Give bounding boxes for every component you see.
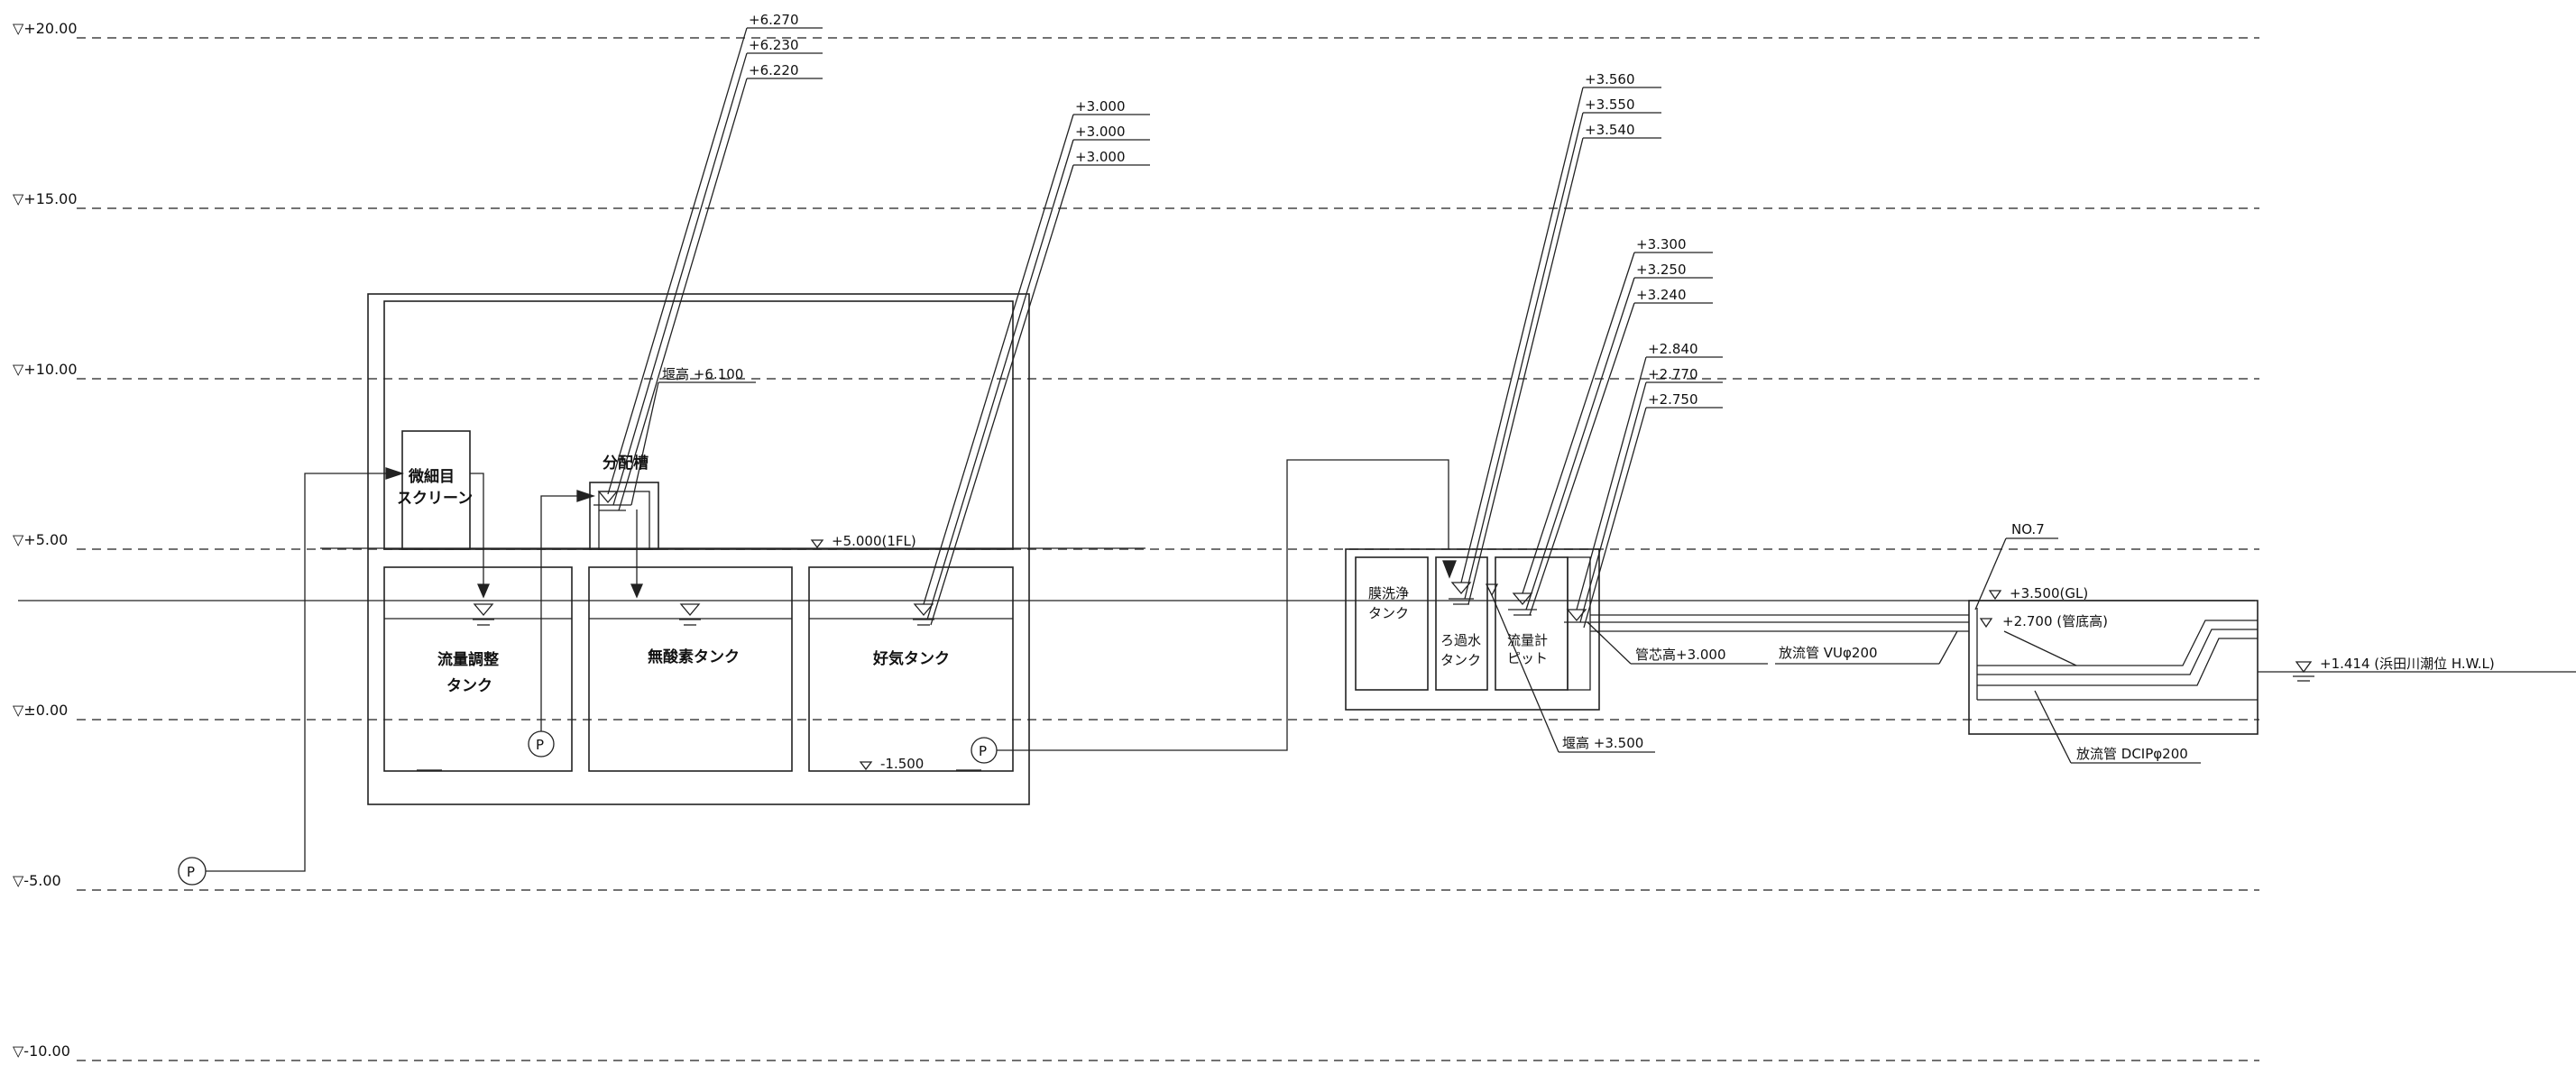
- callout-2-value-1: +3.000: [1075, 98, 1126, 115]
- filtrate-tank: [1435, 556, 1488, 691]
- filtrate-tank-label-2: タンク: [1440, 652, 1481, 668]
- gl-label: +3.500(GL): [2010, 585, 2088, 601]
- level-label-p10: ▽+10.00: [13, 361, 78, 378]
- weir-350-label: 堰高 +3.500: [1562, 735, 1643, 751]
- callout-2-value-2: +3.000: [1075, 124, 1126, 140]
- anoxic-tank: [588, 566, 793, 772]
- inflow-pipe: [206, 473, 397, 872]
- flow-adjustment-tank: [383, 566, 573, 772]
- flow-meter-pit: [1495, 556, 1569, 691]
- level-label-p5: ▽+5.00: [13, 531, 68, 548]
- weir-610-label: 堰高 +6.100: [662, 366, 743, 382]
- elevation-lines: ▽+20.00 ▽+15.00 ▽+10.00 ▽+5.00 ▽±0.00 ▽-…: [13, 20, 2259, 1061]
- callout-5-value-2: +2.770: [1648, 366, 1698, 382]
- callout-aerobic-levels: +3.000 +3.000 +3.000: [923, 98, 1150, 626]
- level-label-zero: ▽±0.00: [13, 702, 68, 719]
- callout-4-value-3: +3.240: [1636, 287, 1687, 303]
- main-building: 微細目 スクリーン 分配槽 流量調整 タンク 無酸素タンク 好気タンク P: [178, 293, 1030, 886]
- outfall-structure: NO.7 +3.500(GL) +2.700 (管底高) 放流管 DCIPφ20…: [1968, 521, 2576, 764]
- river-water-level-icon: [2295, 661, 2313, 674]
- building-inner-wall: [383, 300, 1014, 550]
- level-label-m5: ▽-5.00: [13, 872, 61, 889]
- dcip-pipe-label: 放流管 DCIPφ200: [2076, 746, 2188, 762]
- distribution-water-level-icon: [597, 491, 619, 504]
- filtrate-tank-label-1: ろ過水: [1440, 632, 1481, 648]
- flow-meter-pit-label-1: 流量計: [1507, 632, 1548, 648]
- water-level-icon-anoxic: [679, 603, 701, 617]
- water-level-icon-flow: [473, 603, 494, 617]
- inflow-arrow: [385, 467, 405, 480]
- fine-screen-label-2: スクリーン: [397, 490, 473, 508]
- membrane-washing-tank-label-2: タンク: [1368, 605, 1409, 621]
- flow-meter-pit-label-2: ピット: [1507, 650, 1548, 666]
- callout-1-value-1: +6.270: [749, 12, 799, 28]
- callout-filtrate-levels: +3.560 +3.550 +3.540: [1460, 71, 1661, 605]
- aerobic-tank-label: 好気タンク: [872, 649, 950, 668]
- pump-label-flow: P: [536, 737, 544, 753]
- callout-1-value-2: +6.230: [749, 37, 799, 53]
- membrane-unit-outer: [1345, 548, 1600, 711]
- callout-2-value-3: +3.000: [1075, 149, 1126, 165]
- pump-label-aerobic: P: [979, 743, 987, 759]
- anoxic-tank-label: 無酸素タンク: [648, 647, 740, 666]
- no7-label: NO.7: [2011, 521, 2045, 537]
- outfall-box: [1968, 600, 2259, 735]
- callout-4-value-2: +3.250: [1636, 262, 1687, 278]
- hwl-label: +1.414 (浜田川潮位 H.W.L): [2320, 656, 2495, 672]
- screen-to-flow-pipe: [470, 473, 484, 586]
- discharge-pipe: 管芯高+3.000 放流管 VUφ200 堰高 +3.500: [1491, 594, 1969, 753]
- aerobic-tank: [808, 566, 1014, 772]
- fine-screen-label-1: 微細目: [408, 467, 455, 486]
- flow-pump-to-distribution-pipe: [540, 495, 586, 731]
- vu-pipe-label: 放流管 VUφ200: [1779, 645, 1878, 661]
- callout-distribution-levels: +6.270 +6.230 +6.220 堰高 +6.100: [607, 12, 823, 511]
- callout-4-value-1: +3.300: [1636, 236, 1687, 252]
- callout-5-value-1: +2.840: [1648, 341, 1698, 357]
- pipe-center-label: 管芯高+3.000: [1635, 647, 1726, 663]
- level-label-p15: ▽+15.00: [13, 190, 78, 207]
- callout-5-value-3: +2.750: [1648, 391, 1698, 408]
- flow-adjustment-tank-label-1: 流量調整: [437, 650, 499, 669]
- membrane-washing-tank-label-1: 膜洗浄: [1368, 585, 1409, 601]
- fine-screen-box: [401, 430, 471, 550]
- level-label-p20: ▽+20.00: [13, 20, 78, 37]
- callout-meter-levels: +3.300 +3.250 +3.240: [1522, 236, 1713, 616]
- membrane-unit: 膜洗浄 タンク ろ過水 タンク 流量計 ピット: [1345, 548, 1600, 711]
- flow-adjustment-tank-label-2: タンク: [446, 677, 492, 695]
- filtrate-inlet-arrow: [1442, 560, 1457, 579]
- bottom-level-label: -1.500: [880, 756, 924, 772]
- pump-label-inflow: P: [187, 864, 195, 880]
- building-outer-wall: [367, 293, 1030, 805]
- callout-1-value-3: +6.220: [749, 62, 799, 78]
- level-label-m10: ▽-10.00: [13, 1042, 70, 1060]
- floor-level-label: +5.000(1FL): [832, 533, 916, 549]
- callout-3-value-2: +3.550: [1585, 96, 1635, 113]
- membrane-washing-tank: [1355, 556, 1429, 691]
- callout-3-value-1: +3.560: [1585, 71, 1635, 87]
- invert-level-label: +2.700 (管底高): [2002, 613, 2108, 629]
- callout-weir-levels: +2.840 +2.770 +2.750: [1576, 341, 1723, 629]
- flow-meter-inner: [1567, 556, 1591, 691]
- aerobic-to-membrane-pipe: [997, 459, 1449, 751]
- callout-3-value-3: +3.540: [1585, 122, 1635, 138]
